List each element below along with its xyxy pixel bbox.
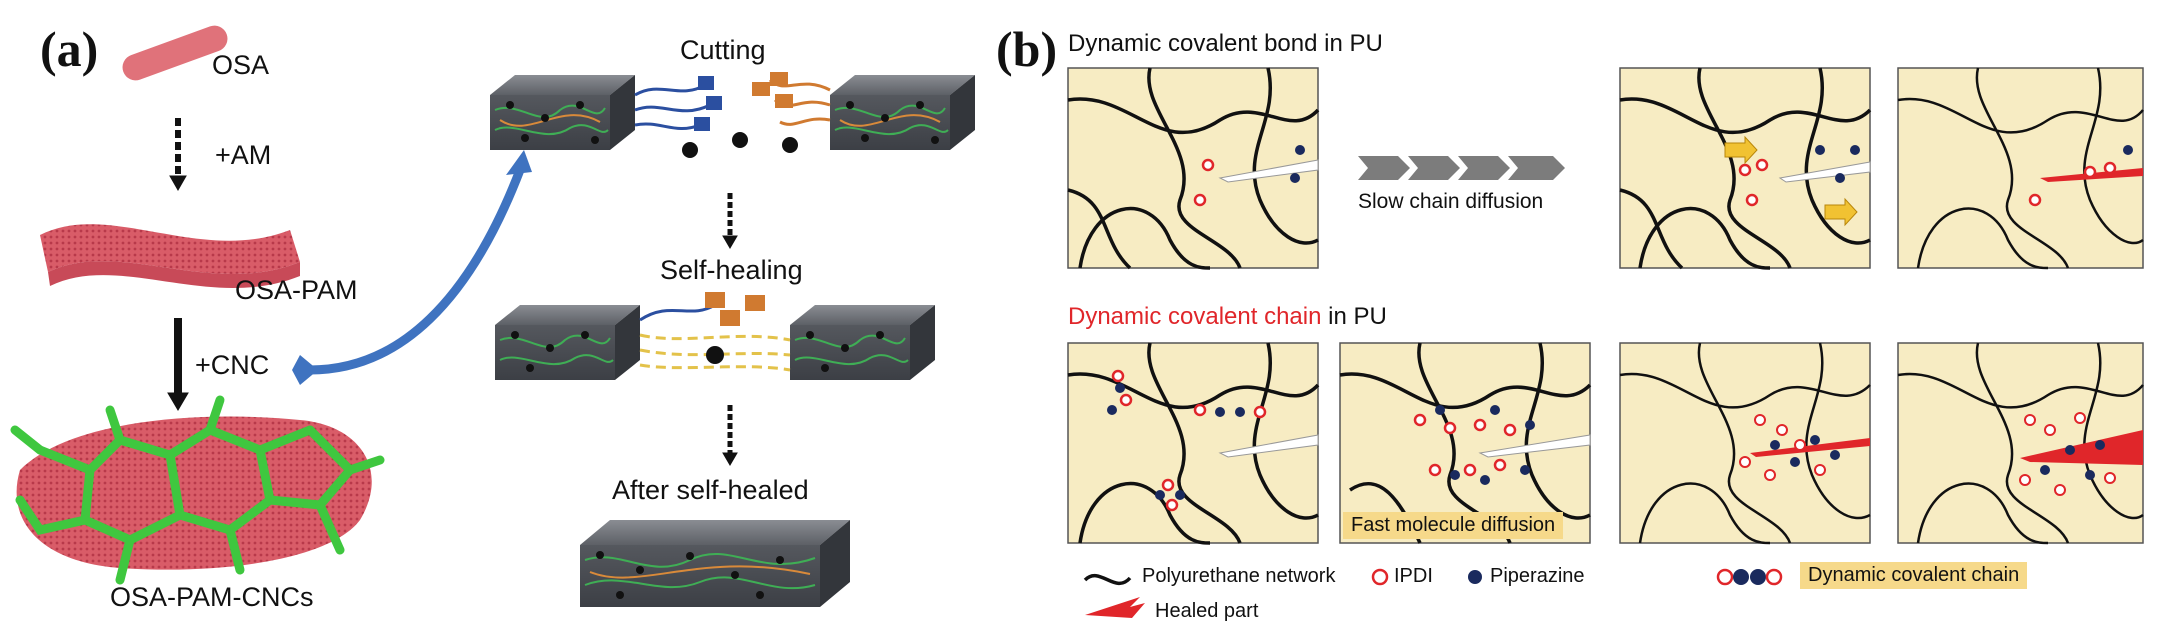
arrow-down-1 <box>169 118 187 192</box>
after-self-healed-label: After self-healed <box>612 475 809 505</box>
block-cut-right <box>830 75 975 150</box>
bottom-title-red: Dynamic covalent chain <box>1068 303 1322 330</box>
bottom-row-title: Dynamic covalent chain in PU <box>1068 303 1387 331</box>
block-heal-right <box>790 305 935 380</box>
block-cut-left <box>490 75 635 150</box>
block-heal-left <box>495 305 640 380</box>
box-bottom-4 <box>1897 342 2144 545</box>
top-row-title: Dynamic covalent bond in PU <box>1068 30 1383 57</box>
panel-a-letter: (a) <box>40 21 99 77</box>
legend-ipdi-label: IPDI <box>1394 565 1433 587</box>
legend-chain-label: Dynamic covalent chain <box>1800 562 2028 589</box>
arrow-down-3 <box>722 193 738 249</box>
box-bottom-2 <box>1339 342 1592 544</box>
slow-chain-diffusion-label: Slow chain diffusion <box>1358 190 1544 213</box>
self-healing-label: Self-healing <box>660 255 803 285</box>
curved-arrow-icon <box>292 150 532 385</box>
am-label: +AM <box>215 140 272 170</box>
legend-healed-icon <box>1085 597 1145 618</box>
arrow-down-4 <box>722 405 738 466</box>
panel-b-letter: (b) <box>996 21 1058 77</box>
cnc-label: +CNC <box>195 350 270 380</box>
osa-label: OSA <box>212 50 270 80</box>
osa-pam-sheet <box>40 224 300 288</box>
arrow-down-2 <box>167 318 189 411</box>
legend-ipdi-icon <box>1371 568 1389 586</box>
box-top-2 <box>1619 67 1872 270</box>
legend-piperazine-icon <box>1468 570 1482 584</box>
box-top-3 <box>1897 67 2144 270</box>
legend-piperazine-label: Piperazine <box>1490 565 1585 587</box>
bottom-title-rest: in PU <box>1321 303 1387 330</box>
osa-pam-cncs-composite <box>10 395 385 585</box>
slow-arrows <box>1358 156 1565 180</box>
cutting-label: Cutting <box>680 35 766 65</box>
cut-chains <box>634 72 831 158</box>
osa-pam-cncs-label: OSA-PAM-CNCs <box>110 582 314 612</box>
legend-chain-icon <box>1716 568 1783 586</box>
heal-bridge <box>639 292 791 372</box>
box-top-1 <box>1067 67 1320 270</box>
legend-network-icon <box>1083 573 1132 586</box>
legend-healed-label: Healed part <box>1155 600 1259 622</box>
osa-rod <box>122 25 228 81</box>
legend-network-label: Polyurethane network <box>1142 565 1336 587</box>
box-bottom-1 <box>1067 342 1320 545</box>
block-healed <box>580 520 850 607</box>
box-bottom-3 <box>1619 342 1871 545</box>
osa-pam-label: OSA-PAM <box>235 275 358 305</box>
fast-molecule-diffusion-label: Fast molecule diffusion <box>1343 512 1564 539</box>
